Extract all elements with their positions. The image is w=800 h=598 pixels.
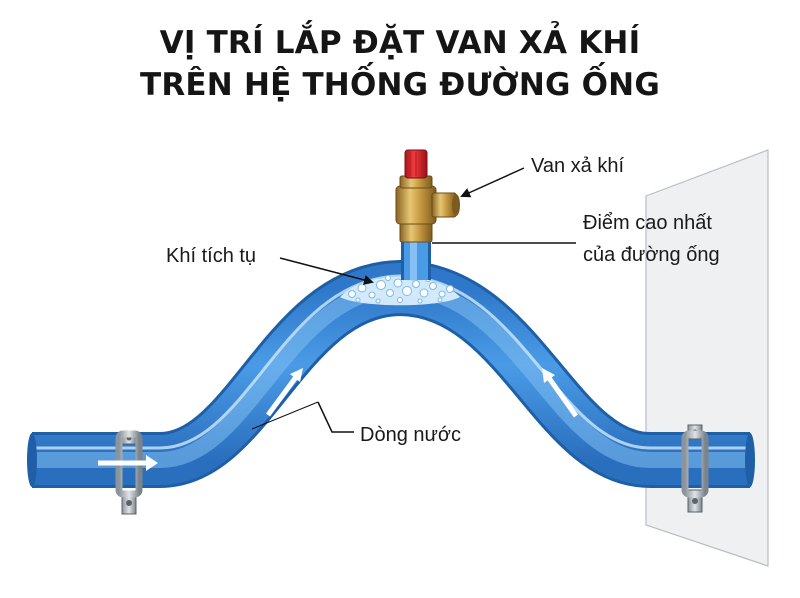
leader-lines bbox=[251, 167, 576, 433]
right-pipe-clamp bbox=[681, 424, 709, 513]
highest-point-label-line-1: Điểm cao nhất bbox=[583, 212, 712, 234]
highest-point-label-line-2: của đường ống bbox=[583, 244, 720, 266]
diagram-title: VỊ TRÍ LẮP ĐẶT VAN XẢ KHÍ TRÊN HỆ THỐNG … bbox=[0, 22, 800, 106]
trapped-air-label: Khí tích tụ bbox=[166, 245, 256, 267]
flow-arrow-left bbox=[98, 455, 158, 471]
flow-arrow-descending bbox=[542, 368, 579, 418]
water-flow-label: Dòng nước bbox=[360, 424, 461, 446]
flow-arrow-rising bbox=[265, 368, 303, 417]
water-flow-leader bbox=[317, 401, 354, 433]
pipe-riser bbox=[401, 240, 431, 280]
valve-label: Van xả khí bbox=[531, 155, 624, 177]
valve-leader bbox=[460, 167, 525, 198]
title-line-2: TRÊN HỆ THỐNG ĐƯỜNG ỐNG bbox=[140, 67, 660, 103]
trapped-air-leader bbox=[279, 257, 374, 285]
title-line-1: VỊ TRÍ LẮP ĐẶT VAN XẢ KHÍ bbox=[159, 25, 641, 61]
water-flow-leader-2 bbox=[251, 401, 319, 430]
air-release-valve bbox=[395, 149, 460, 243]
